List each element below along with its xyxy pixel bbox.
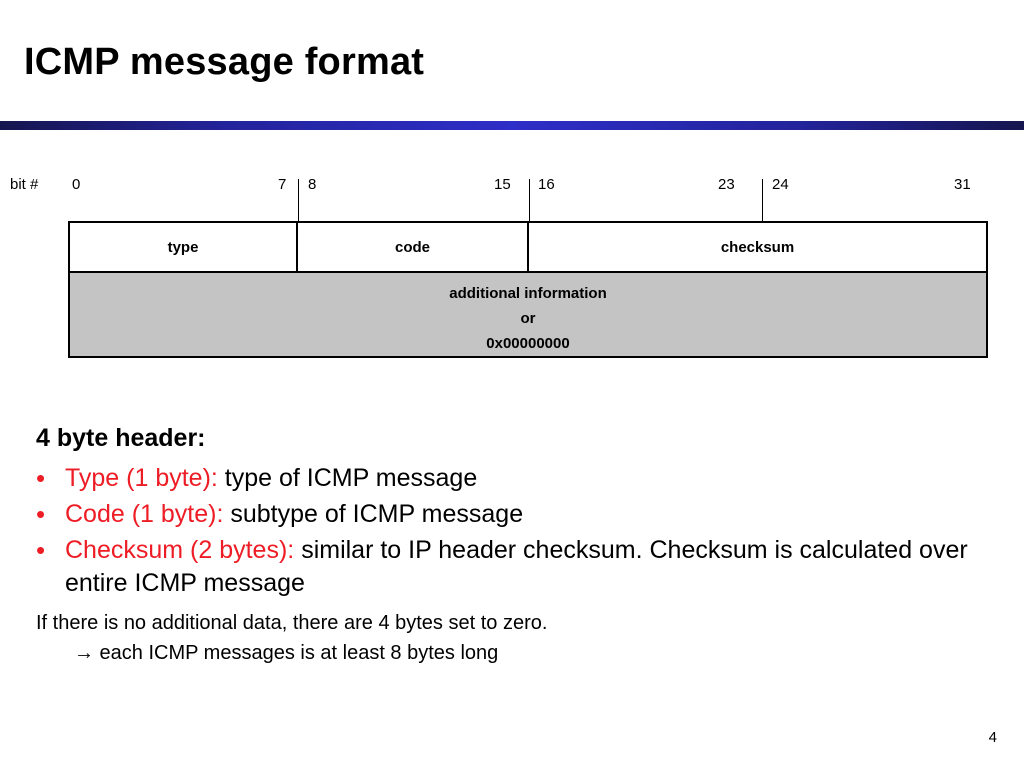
bit-tick-7-8: [298, 179, 299, 222]
bit-mark-0: 0: [72, 176, 81, 193]
bit-mark-24: 24: [772, 176, 789, 193]
bullet-term-type: Type (1 byte):: [65, 464, 218, 492]
payload-line-additional-information: additional information: [449, 285, 607, 302]
bullet-text: Code (1 byte): subtype of ICMP message: [65, 498, 523, 531]
body-heading: 4 byte header:: [36, 424, 206, 452]
bullet-dot-icon: •: [36, 463, 46, 493]
bullet-text: Type (1 byte): type of ICMP message: [65, 462, 477, 495]
bit-ruler-label: bit #: [10, 176, 39, 193]
bit-mark-16: 16: [538, 176, 555, 193]
bit-mark-31: 31: [954, 176, 971, 193]
note-text: If there is no additional data, there ar…: [36, 612, 548, 634]
page-number: 4: [988, 729, 997, 746]
bit-tick-15-16: [529, 179, 530, 222]
icmp-packet-diagram: type code checksum additional informatio…: [68, 221, 988, 358]
packet-field-type: type: [70, 223, 298, 271]
payload-line-zero-value: 0x00000000: [486, 335, 570, 352]
packet-field-code: code: [298, 223, 529, 271]
bullet-term-checksum: Checksum (2 bytes):: [65, 536, 295, 564]
list-item: • Code (1 byte): subtype of ICMP message: [36, 498, 986, 531]
bit-mark-7: 7: [278, 176, 287, 193]
packet-field-checksum: checksum: [529, 223, 986, 271]
body-content: 4 byte header: • Type (1 byte): type of …: [36, 424, 986, 668]
bit-mark-15: 15: [494, 176, 511, 193]
bullet-description-type: type of ICMP message: [217, 464, 478, 492]
bullet-description-checksum: similar to IP header checksum. Checksum …: [65, 536, 968, 597]
title-divider-rule: [0, 121, 1024, 130]
list-item: • Checksum (2 bytes): similar to IP head…: [36, 534, 986, 600]
bit-ruler: bit # 0 7 8 15 16 23 24 31: [0, 176, 1024, 222]
bit-mark-8: 8: [308, 176, 317, 193]
bullet-description-code: subtype of ICMP message: [223, 500, 524, 528]
bit-tick-23-24: [762, 179, 763, 222]
bullet-dot-icon: •: [36, 499, 46, 529]
packet-payload-row: additional information or 0x00000000: [70, 273, 986, 356]
bullet-term-code: Code (1 byte):: [65, 500, 224, 528]
bit-mark-23: 23: [718, 176, 735, 193]
list-item: • Type (1 byte): type of ICMP message: [36, 462, 986, 495]
payload-line-or: or: [520, 310, 536, 327]
arrow-note-text: → each ICMP messages is at least 8 bytes…: [74, 642, 499, 664]
page-title: ICMP message format: [24, 41, 425, 83]
packet-header-row: type code checksum: [70, 223, 986, 273]
bullet-dot-icon: •: [36, 535, 46, 565]
bullet-text: Checksum (2 bytes): similar to IP header…: [65, 534, 986, 600]
